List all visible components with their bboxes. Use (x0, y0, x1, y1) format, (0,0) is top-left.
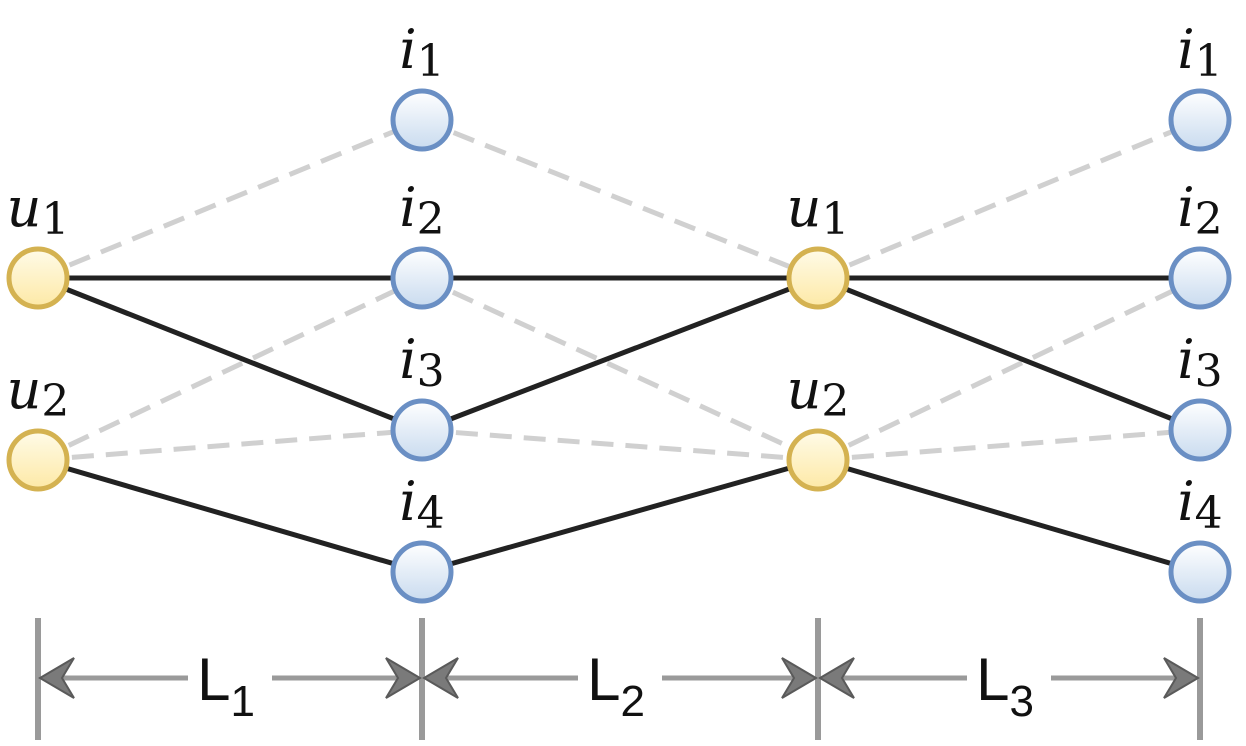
node-label-i3_d: i3 (1177, 328, 1222, 397)
node-label-u1_c: u1 (787, 176, 850, 245)
layer-label-2: L2 (587, 646, 645, 726)
node-label-i1_b: i1 (399, 18, 444, 87)
user-node-u2_c (786, 428, 850, 492)
layer-label-backing-1 (188, 644, 272, 708)
solid-edge-u2_c-i4_d (817, 457, 1201, 575)
user-node-u1_a (6, 246, 70, 310)
dashed-edge-u1_c-i1_d (817, 117, 1201, 281)
item-node-i4_d (1168, 540, 1232, 604)
solid-edge-i4_b-u2_c (421, 457, 819, 575)
layer-label-1: L1 (197, 646, 255, 726)
item-node-i4_b (390, 540, 454, 604)
node-label-u2_c: u2 (787, 358, 850, 427)
left-arrow-icon-2 (422, 657, 459, 699)
solid-edges (37, 275, 1201, 575)
layer-axis: L1 L2 L3 (35, 618, 1203, 740)
item-node-i3_b (390, 398, 454, 462)
user-node-u1_c (786, 246, 850, 310)
user-node-u2_a (6, 428, 70, 492)
right-arrow-icon-2 (781, 657, 818, 699)
node-labels: u1 u2 i1 i2 i3 i4 u1 u2 i1 i2 i3 i4 (7, 18, 1223, 539)
node-label-i3_b: i3 (399, 328, 444, 397)
dashed-edge-u2_a-i3_b (37, 427, 423, 463)
dashed-edge-i2_b-u2_c (420, 275, 820, 463)
dashed-edge-u1_a-i1_b (37, 117, 423, 281)
layer-label-backing-2 (578, 644, 662, 708)
dashed-edge-u2_c-i3_d (817, 427, 1201, 463)
solid-edge-u2_a-i4_b (37, 457, 423, 575)
item-node-i1_b (390, 88, 454, 152)
item-node-i1_d (1168, 88, 1232, 152)
graph-nodes (6, 88, 1232, 604)
node-label-i2_b: i2 (399, 176, 444, 245)
item-node-i3_d (1168, 398, 1232, 462)
dashed-edge-i3_b-u2_c (421, 427, 819, 463)
solid-edge-i3_b-u1_c (421, 275, 819, 433)
dashed-edge-i1_b-u1_c (421, 117, 819, 281)
node-label-u2_a: u2 (7, 358, 70, 427)
node-label-i4_b: i4 (399, 470, 444, 539)
layer-label-backing-3 (967, 644, 1051, 708)
solid-edge-u1_c-i3_d (817, 275, 1201, 433)
node-label-u1_a: u1 (7, 176, 70, 245)
solid-edge-u1_a-i3_b (37, 275, 423, 433)
right-arrow-icon-1 (385, 657, 422, 699)
node-label-i4_d: i4 (1177, 470, 1222, 539)
left-arrow-icon-1 (38, 657, 75, 699)
item-node-i2_d (1168, 246, 1232, 310)
node-label-i2_d: i2 (1177, 176, 1222, 245)
item-node-i2_b (390, 246, 454, 310)
node-label-i1_d: i1 (1177, 18, 1222, 87)
right-arrow-icon-3 (1163, 657, 1200, 699)
left-arrow-icon-3 (818, 657, 855, 699)
dashed-edges (36, 117, 1202, 463)
layer-label-3: L3 (976, 646, 1034, 726)
dashed-edge-u2_a-i2_b (36, 275, 424, 463)
dashed-edge-u2_c-i2_d (816, 275, 1202, 463)
